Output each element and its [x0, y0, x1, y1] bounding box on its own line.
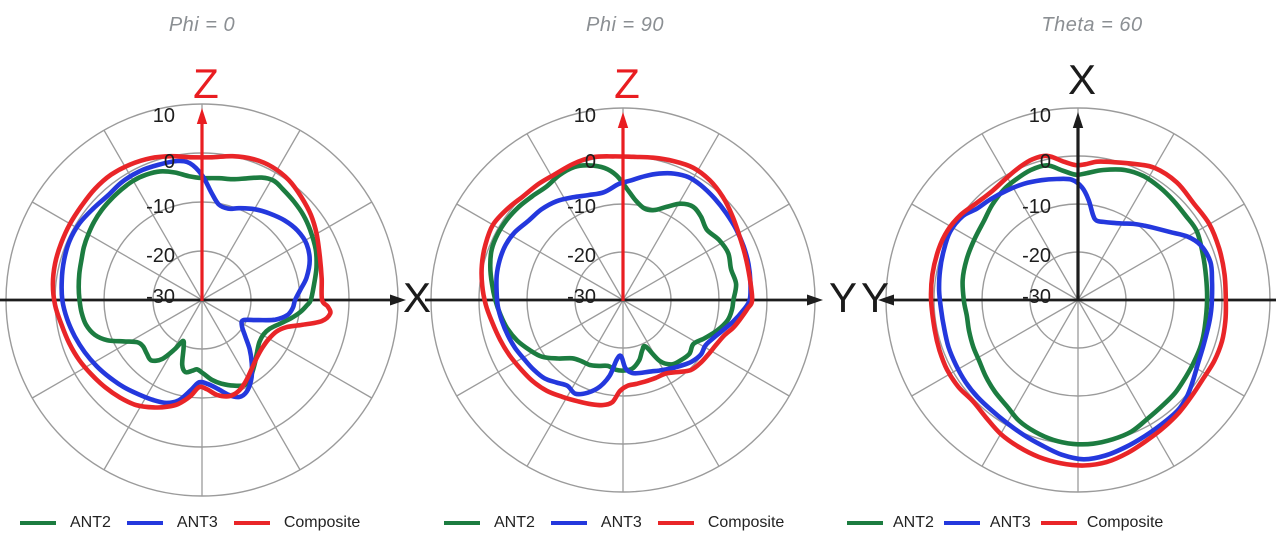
- plot-3-title: Theta = 60: [1041, 14, 1143, 36]
- plot-3-legend: ANT2 ANT3 Composite: [847, 511, 1173, 535]
- ant3-line-swatch: [943, 521, 980, 525]
- radial-tick-label: 10: [152, 105, 175, 127]
- radial-tick-label: 0: [1039, 151, 1051, 173]
- radial-tick-label: -10: [146, 196, 175, 218]
- legend-label-ant3: ANT3: [600, 514, 642, 531]
- radial-tick-label: -10: [567, 196, 596, 218]
- legend-label-ant2: ANT2: [494, 514, 535, 531]
- radial-tick-label: -30: [567, 286, 596, 308]
- plot-2-title: Phi = 90: [586, 14, 664, 36]
- legend-label-ant3: ANT3: [176, 514, 218, 531]
- legend-label-composite: Composite: [707, 514, 785, 531]
- radial-tick-label: 10: [573, 105, 596, 127]
- radial-tick-label: -20: [567, 245, 596, 267]
- radial-tick-label: 0: [163, 151, 175, 173]
- radial-tick-label: -30: [146, 286, 175, 308]
- composite-line-swatch: [1040, 521, 1077, 525]
- legend-label-ant2: ANT2: [70, 514, 111, 531]
- plot-1-x-axis-label: X: [402, 274, 431, 321]
- radial-tick-label: 0: [584, 151, 596, 173]
- radial-tick-label: 10: [1028, 105, 1051, 127]
- plot-3-x-axis-label: X: [1067, 56, 1096, 103]
- plot-2-y-axis-label: Y: [828, 274, 857, 321]
- ant2-line-swatch: [847, 521, 883, 525]
- legend-label-ant2: ANT2: [893, 514, 934, 531]
- plot-2-legend: ANT2 ANT3 Composite: [444, 511, 800, 535]
- plot-3-y-axis-label: Y: [860, 274, 889, 321]
- ant2-line-swatch: [20, 521, 56, 525]
- radial-tick-label: -10: [1022, 196, 1051, 218]
- ant2-line-swatch: [444, 521, 480, 525]
- plot-1-z-axis-label: Z: [193, 60, 219, 107]
- composite-line-swatch: [657, 521, 694, 525]
- radial-tick-label: -20: [1022, 245, 1051, 267]
- legend-label-composite: Composite: [1086, 514, 1164, 531]
- ant3-line-swatch: [126, 521, 163, 525]
- plot-1-title: Phi = 0: [168, 14, 236, 36]
- legend-label-composite: Composite: [283, 514, 361, 531]
- plot-1-legend: ANT2 ANT3 Composite: [20, 511, 376, 535]
- radial-tick-label: -20: [146, 245, 175, 267]
- composite-line-swatch: [233, 521, 270, 525]
- legend-label-ant3: ANT3: [989, 514, 1031, 531]
- radial-tick-label: -30: [1022, 286, 1051, 308]
- ant3-line-swatch: [550, 521, 587, 525]
- plot-2-z-axis-label: Z: [614, 60, 640, 107]
